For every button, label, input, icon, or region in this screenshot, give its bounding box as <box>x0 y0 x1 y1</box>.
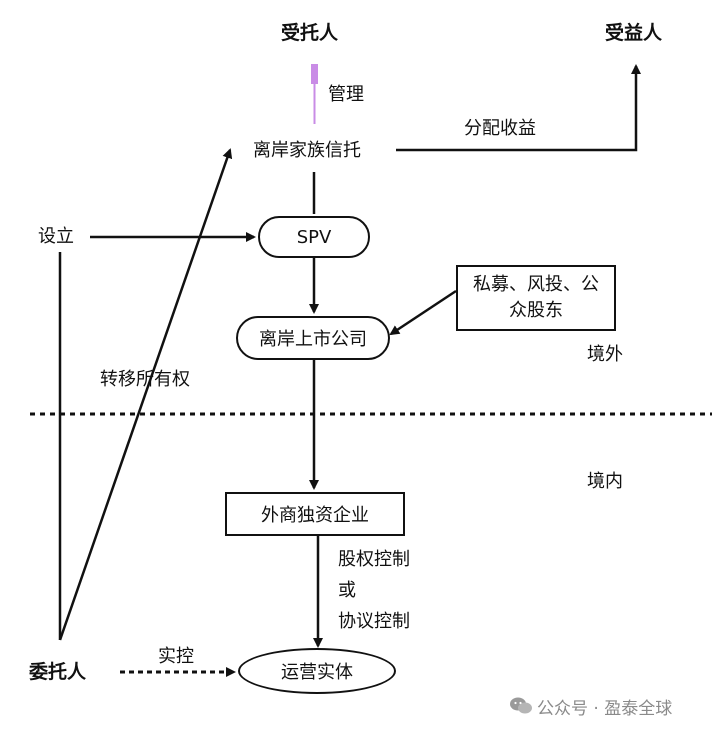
trustee-node: 受托人 <box>281 22 339 44</box>
operating-entity-node: 运营实体 <box>238 648 396 694</box>
offshore-trust-node: 离岸家族信托 <box>253 140 361 161</box>
wechat-icon <box>509 696 533 716</box>
manage-marker <box>311 64 318 84</box>
actual-control-label: 实控 <box>158 646 194 667</box>
investors-arrow <box>389 289 457 336</box>
investors-node: 私募、风投、公 众股东 <box>456 265 616 331</box>
listed-company-label: 离岸上市公司 <box>259 329 367 350</box>
onshore-region-label: 境内 <box>587 471 623 492</box>
settlor-node: 委托人 <box>29 661 87 683</box>
investors-label: 私募、风投、公 众股东 <box>473 274 599 321</box>
operating-entity-label: 运营实体 <box>281 662 353 683</box>
manage-label: 管理 <box>328 84 364 105</box>
transfer-label: 转移所有权 <box>100 369 190 390</box>
spv-label: SPV <box>296 226 332 248</box>
listed-company-node: 离岸上市公司 <box>236 316 390 360</box>
beneficiary-node: 受益人 <box>605 22 663 44</box>
offshore-region-label: 境外 <box>587 344 623 365</box>
transfer-arrow <box>58 148 233 641</box>
watermark-text: 公众号 · 盈泰全球 <box>537 699 673 719</box>
wfoe-label: 外商独资企业 <box>261 505 369 526</box>
wfoe-node: 外商独资企业 <box>225 492 405 536</box>
spv-node: SPV <box>258 216 370 258</box>
establish-label: 设立 <box>38 226 74 247</box>
equity-control-label: 股权控制 或 协议控制 <box>338 549 410 632</box>
distribute-arrow <box>396 64 641 152</box>
distribute-label: 分配收益 <box>464 118 536 139</box>
